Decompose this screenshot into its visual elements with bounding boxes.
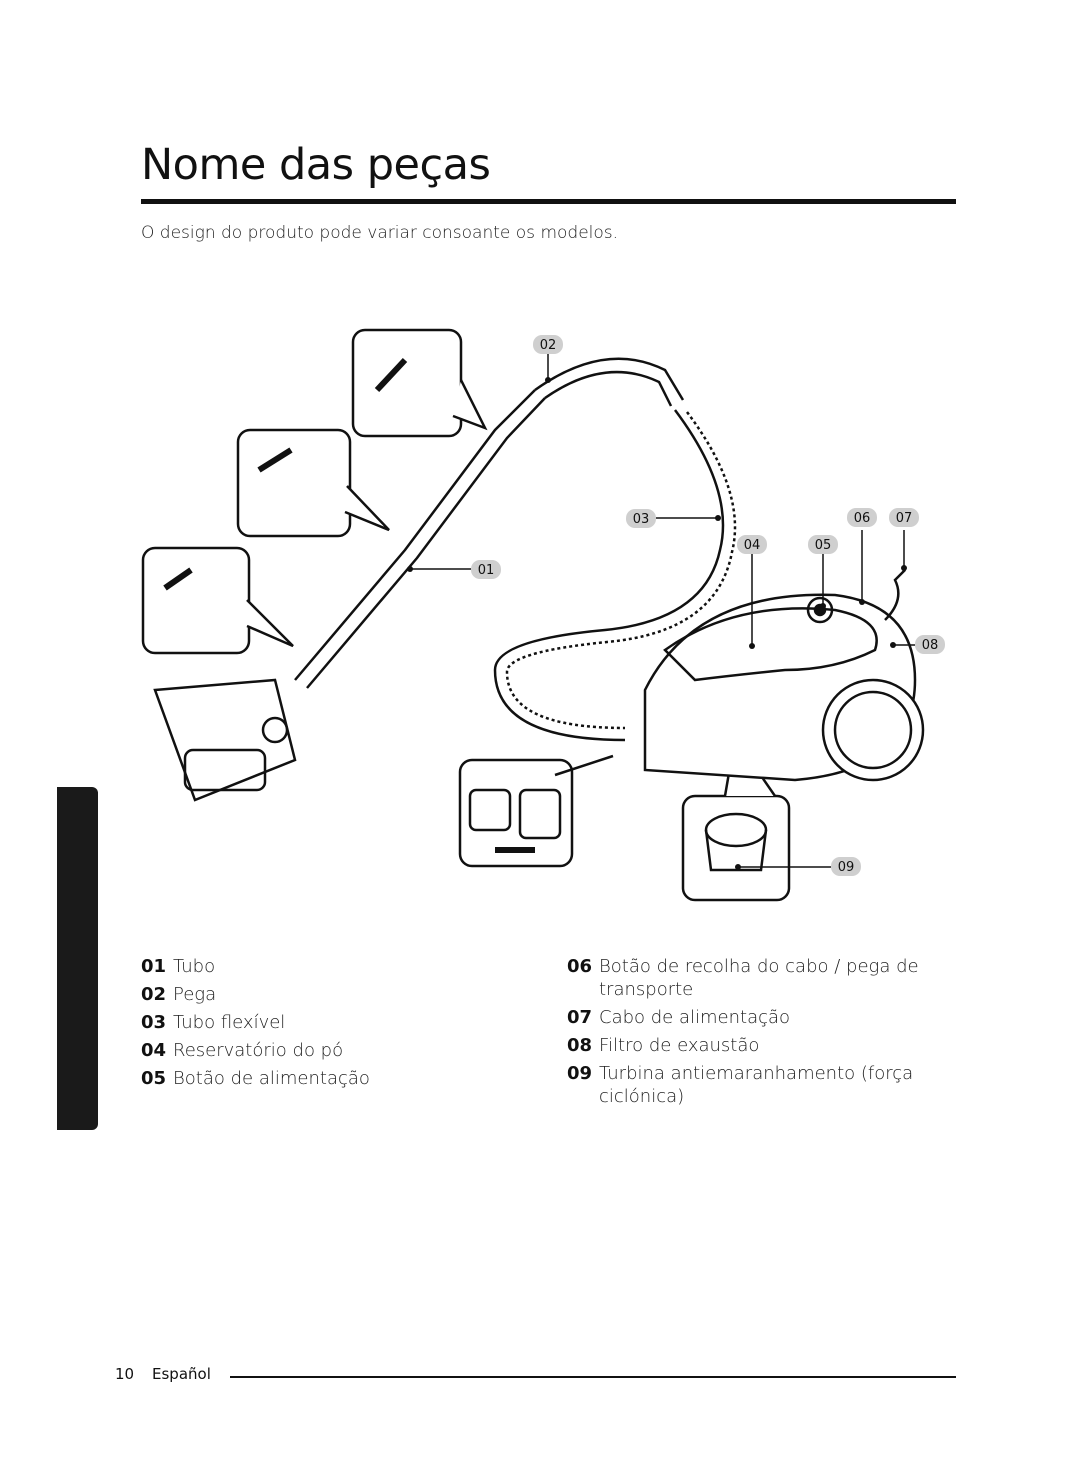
callout-07: 07 [889,508,919,527]
part-item: 09 Turbina antiemaranhamento (força cicl… [567,1062,927,1108]
svg-text:09: 09 [838,860,855,875]
part-number: 02 [141,984,167,1005]
part-number: 05 [141,1068,167,1089]
part-label: Cabo de alimentação [599,1007,791,1028]
part-number: 06 [567,956,593,977]
part-label: Pega [173,984,217,1005]
page-title: Nome das peças [141,140,491,190]
svg-text:05: 05 [815,538,832,553]
callout-05: 05 [808,535,838,554]
part-label: Turbina antiemaranhamento (força ciclóni… [599,1063,914,1107]
footer-language: Español [152,1365,211,1383]
part-number: 01 [141,956,167,977]
vacuum-diagram: 01 02 03 04 05 06 07 08 09 [141,328,945,902]
parts-list-left: 01 Tubo 02 Pega 03 Tubo flexível 04 Rese… [141,955,521,1095]
page-number: 10 [115,1365,135,1383]
parts-list-right: 06 Botão de recolha do cabo / pega de tr… [567,955,927,1113]
part-label: Tubo [173,956,216,977]
part-number: 09 [567,1063,593,1084]
svg-text:08: 08 [922,638,939,653]
svg-text:04: 04 [744,538,761,553]
svg-text:03: 03 [633,512,650,527]
part-label: Botão de recolha do cabo / pega de trans… [599,956,919,1000]
part-item: 07 Cabo de alimentação [567,1006,927,1029]
part-item: 02 Pega [141,983,521,1006]
page-subtitle: O design do produto pode variar consoant… [141,223,619,243]
svg-text:02: 02 [540,338,557,353]
part-label: Botão de alimentação [173,1068,370,1089]
part-item: 03 Tubo flexível [141,1011,521,1034]
part-label: Tubo flexível [173,1012,286,1033]
part-item: 05 Botão de alimentação [141,1067,521,1090]
part-number: 04 [141,1040,167,1061]
callout-01: 01 [471,560,501,579]
callout-09: 09 [831,857,861,876]
footer-rule [230,1376,956,1378]
callout-06: 06 [847,508,877,527]
part-number: 07 [567,1007,593,1028]
part-number: 03 [141,1012,167,1033]
title-rule [141,199,956,204]
part-number: 08 [567,1035,593,1056]
part-item: 01 Tubo [141,955,521,978]
part-label: Filtro de exaustão [599,1035,760,1056]
svg-text:01: 01 [478,563,495,578]
callout-02: 02 [533,335,563,354]
callout-04: 04 [737,535,767,554]
part-label: Reservatório do pó [173,1040,344,1061]
svg-text:06: 06 [854,511,871,526]
part-item: 06 Botão de recolha do cabo / pega de tr… [567,955,927,1001]
svg-text:07: 07 [896,511,913,526]
part-item: 08 Filtro de exaustão [567,1034,927,1057]
section-side-tab [57,787,98,1130]
part-item: 04 Reservatório do pó [141,1039,521,1062]
callout-08: 08 [915,635,945,654]
callout-03: 03 [626,509,656,528]
